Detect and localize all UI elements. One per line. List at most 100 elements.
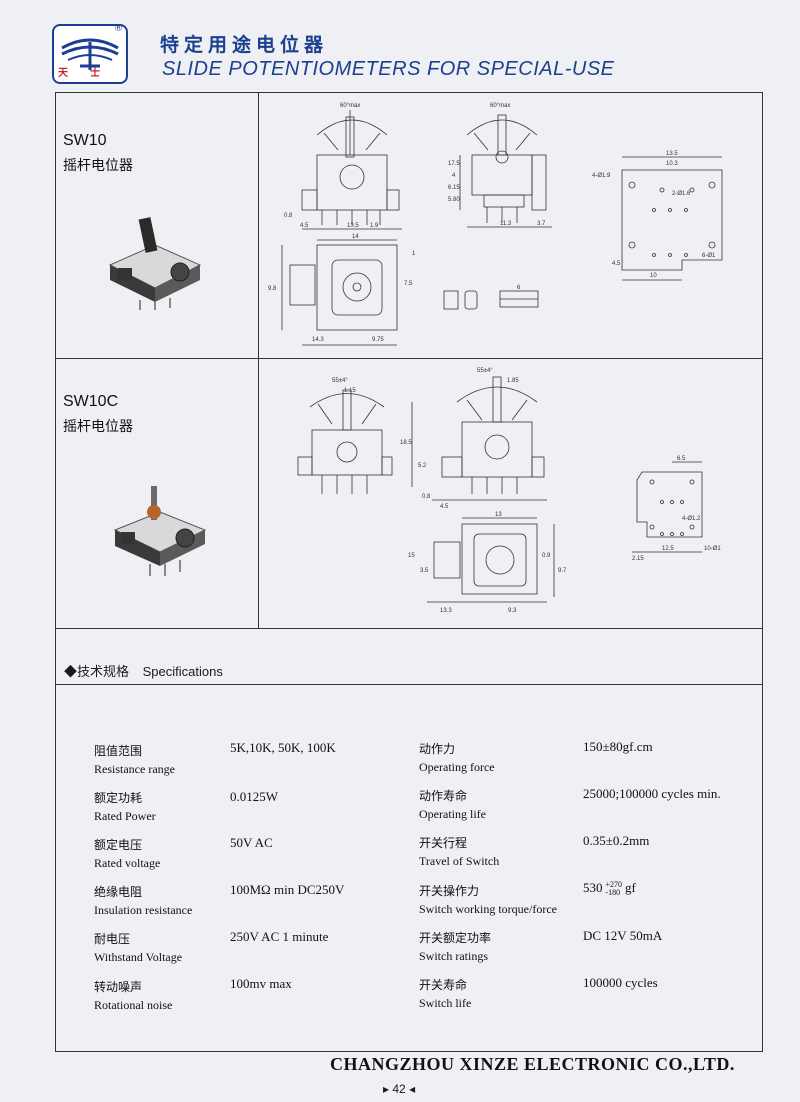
sw10-pcb-holes-a: 4-Ø1.9 [592, 173, 611, 179]
spec-value: 50V AC [230, 835, 273, 850]
product-model-sw10c: SW10C [63, 393, 119, 410]
sw10c-dim-d11: 9.3 [508, 608, 517, 614]
spec-label-cn: 额定电压 [94, 838, 143, 852]
sw10-dim-d6: 4.5 [300, 223, 309, 229]
sw10-dim-angle: 60°max [340, 103, 360, 109]
switch-force-tol-plus: +270 [605, 880, 623, 890]
sw10-dim-d9: 11.3 [500, 221, 512, 227]
row-divider-1 [55, 358, 763, 359]
switch-force-unit: gf [625, 880, 636, 895]
sw10-dim-d2: 4 [452, 173, 456, 179]
spec-label-en: Rated voltage [94, 856, 161, 870]
sw10c-dim-d2: 18.5 [400, 440, 412, 446]
spec-label-en: Operating force [419, 760, 495, 774]
sw10c-pcb-d: 10-Ø1 [704, 546, 721, 552]
spec-label-en: Rated Power [94, 809, 156, 823]
spec-value: 250V AC 1 minute [230, 929, 329, 944]
sw10c-dim-d1: 1.15 [344, 388, 356, 394]
sw10c-dim-d13: 0.9 [542, 553, 551, 559]
row-divider-2 [55, 628, 763, 629]
specs-heading-en: Specifications [142, 664, 223, 679]
sw10-pcb-d: 4.5 [612, 261, 621, 267]
sw10-dim-d4: 5.80 [448, 197, 460, 203]
sw10-dim-d11: 14 [352, 234, 359, 240]
spec-label-en: Operating life [419, 807, 486, 821]
sw10c-dim-d12: 9.7 [558, 568, 567, 574]
sw10-pcb-holes-c: 6-Ø1 [702, 253, 716, 259]
sw10c-dim-d9: 15 [408, 553, 415, 559]
spec-label-cn: 额定功耗 [94, 791, 143, 805]
spec-label-en: Resistance range [94, 762, 175, 776]
switch-force-tolerance: +270-180 [606, 881, 623, 897]
sw10c-dim-d10: 13.3 [440, 608, 452, 614]
spec-label-en: Rotational noise [94, 998, 173, 1012]
sw10-dim-d5: 0.8 [284, 213, 293, 219]
spec-label-cn: 开关寿命 [419, 978, 468, 992]
row-divider-3 [55, 684, 763, 685]
sw10-pcb-holes-b: 2-Ø1.6 [672, 191, 691, 197]
sw10-dim-d15: 9.75 [372, 337, 384, 343]
sw10c-dim-d6: 13 [495, 512, 502, 518]
sw10c-dimension-drawings: 55±4° 1.15 55±4° 1.85 18.5 5.2 0.8 4.5 1… [297, 368, 721, 614]
spec-value: 0.35±0.2mm [583, 833, 650, 848]
spec-label-cn: 开关操作力 [419, 884, 480, 898]
spec-value: 5K,10K, 50K, 100K [230, 740, 336, 755]
spec-label-en: Withstand Voltage [94, 950, 183, 964]
spec-value: 100000 cycles [583, 975, 658, 990]
sw10-dim-d13: 1 [412, 251, 416, 257]
page-number-value: 42 [392, 1082, 406, 1096]
sw10-pcb-top2: 10.3 [666, 161, 678, 167]
spec-label-cn: 开关行程 [419, 836, 468, 850]
sw10c-pcb-c: 12.5 [662, 546, 674, 552]
page-arrow-right-icon: ◂ [409, 1082, 416, 1096]
sw10-pcb-top1: 13.5 [666, 151, 678, 157]
sw10c-pcb-a: 6.5 [677, 456, 686, 462]
sw10-dim-d17: 6 [517, 285, 521, 291]
column-divider [258, 92, 259, 628]
sw10-dim-d10: 3.7 [537, 221, 546, 227]
sw10-dim-d16: 7.5 [404, 281, 413, 287]
specs-heading-cn: ◆技术规格 [64, 664, 130, 679]
spec-label-en: Switch working torque/force [419, 902, 557, 916]
spec-label-cn: 转动噪声 [94, 980, 143, 994]
sw10c-dim-d7: 1.85 [507, 378, 519, 384]
spec-value: DC 12V 50mA [583, 928, 663, 943]
spec-value: 25000;100000 cycles min. [583, 786, 721, 801]
datasheet-frame [55, 92, 763, 1052]
sw10-dim-d12: 9.8 [268, 286, 277, 292]
spec-label-en: Insulation resistance [94, 903, 193, 917]
sw10c-pcb-e: 2.15 [632, 556, 644, 562]
spec-value: 100mv max [230, 976, 292, 991]
spec-label-cn: 动作力 [419, 742, 456, 756]
page-title-cn: 特定用途电位器 [160, 34, 329, 56]
spec-label-cn: 阻值范围 [94, 744, 143, 758]
spec-value: 150±80gf.cm [583, 739, 653, 754]
switch-force-tol-minus: -180 [605, 888, 621, 898]
sw10c-pcb-b: 4-Ø1.2 [682, 516, 701, 522]
spec-label-en: Switch ratings [419, 949, 488, 963]
page-number: ▸ 42 ◂ [383, 1082, 415, 1096]
spec-label-cn: 开关额定功率 [419, 931, 492, 945]
sw10c-dim-d8: 3.5 [420, 568, 429, 574]
product-name-sw10: 摇杆电位器 [63, 158, 133, 174]
registered-mark: ® [114, 24, 123, 34]
sw10c-dim-angle: 55±4° [332, 378, 348, 384]
page-arrow-left-icon: ▸ [383, 1082, 390, 1096]
spec-value: 0.0125W [230, 789, 279, 804]
page-title-en: SLIDE POTENTIOMETERS FOR SPECIAL-USE [162, 58, 615, 80]
sw10-product-photo [108, 217, 202, 310]
spec-label-cn: 动作寿命 [419, 789, 468, 803]
sw10-dim-d1: 17.5 [448, 161, 460, 167]
spec-label-en: Travel of Switch [419, 854, 500, 868]
sw10-pcb-e: 10 [650, 273, 657, 279]
sw10c-dim-d3: 5.2 [418, 463, 427, 469]
footer-company-name: CHANGZHOU XINZE ELECTRONIC CO.,LTD. [330, 1054, 735, 1074]
specs-heading: ◆技术规格 Specifications [64, 661, 223, 680]
spec-label-en: Switch life [419, 996, 472, 1010]
product-name-sw10c: 摇杆电位器 [63, 419, 133, 435]
spec-value: 100MΩ min DC250V [230, 882, 345, 897]
switch-force-value: 530 [583, 880, 603, 895]
sw10c-dim-d4: 0.8 [422, 494, 431, 500]
sw10-dim-d14: 14.3 [312, 337, 324, 343]
